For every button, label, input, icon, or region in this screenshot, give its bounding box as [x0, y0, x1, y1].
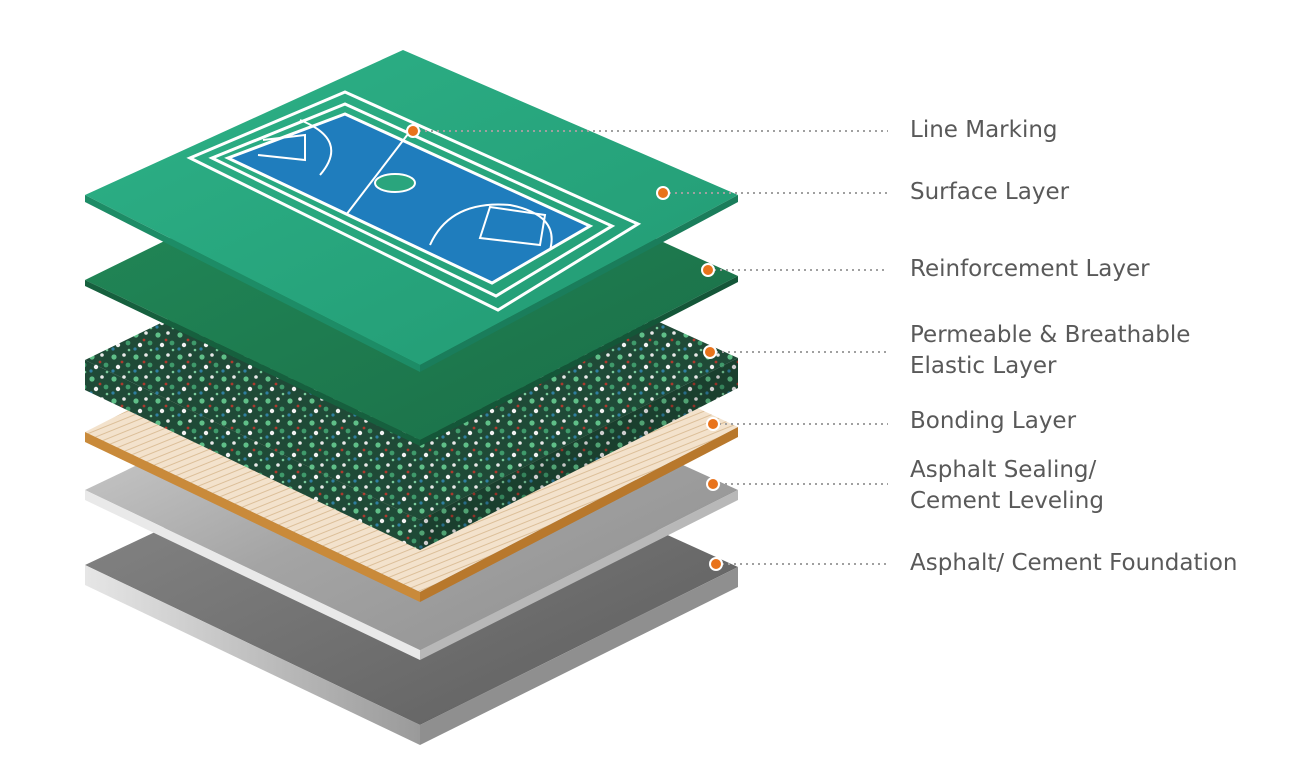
label-bonding-layer: Bonding Layer — [910, 406, 1076, 437]
label-text: Bonding Layer — [910, 408, 1077, 434]
label-text: Surface Layer — [910, 179, 1070, 205]
label-elastic-layer: Permeable & Breathable Elastic Layer — [910, 320, 1190, 382]
court-markings — [186, 90, 642, 312]
label-text-line-1: Asphalt Sealing/ — [910, 457, 1097, 483]
label-text-line-1: Permeable & Breathable — [910, 322, 1191, 348]
leader-lines — [413, 130, 888, 565]
marker-sealing-layer — [706, 477, 720, 491]
label-surface-layer: Surface Layer — [910, 177, 1069, 208]
label-text-line-2: Elastic Layer — [910, 353, 1057, 379]
label-text: Line Marking — [910, 117, 1058, 143]
marker-reinforcement-layer — [701, 263, 715, 277]
label-text: Reinforcement Layer — [910, 256, 1150, 282]
marker-elastic-layer — [703, 345, 717, 359]
label-line-marking: Line Marking — [910, 115, 1058, 146]
label-sealing-layer: Asphalt Sealing/ Cement Leveling — [910, 455, 1104, 517]
label-reinforcement-layer: Reinforcement Layer — [910, 254, 1150, 285]
marker-line-marking — [406, 124, 420, 138]
marker-surface-layer — [656, 186, 670, 200]
label-text-line-2: Cement Leveling — [910, 488, 1104, 514]
label-text: Asphalt/ Cement Foundation — [910, 550, 1238, 576]
marker-foundation-layer — [709, 557, 723, 571]
marker-bonding-layer — [706, 417, 720, 431]
label-foundation-layer: Asphalt/ Cement Foundation — [910, 548, 1238, 579]
